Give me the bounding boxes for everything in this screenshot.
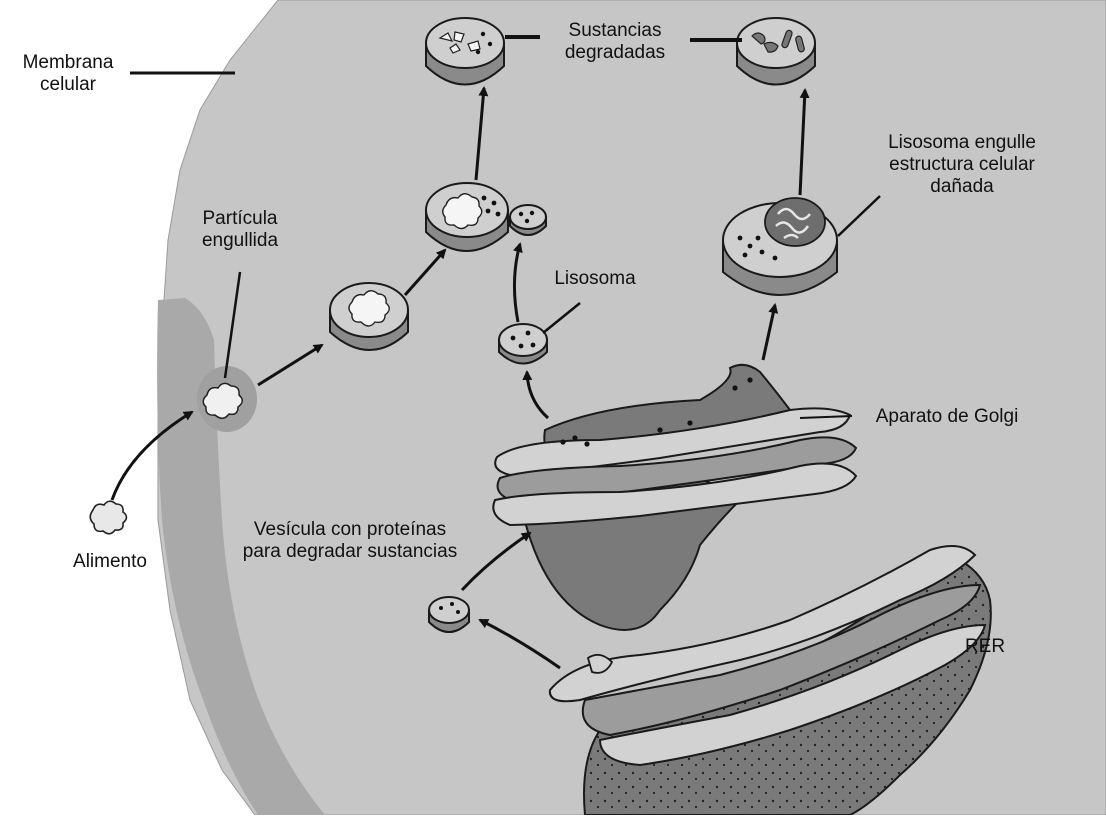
food-label-text: Alimento xyxy=(55,551,165,573)
damaged-mitochondrion-icon xyxy=(765,198,825,246)
lysosome-engulfs-label: Lisosoma engulle estructura celular daña… xyxy=(862,132,1062,198)
membrane-label-line-2: celular xyxy=(8,74,128,96)
degraded-vesicle-left xyxy=(426,18,504,85)
lysosome-label-text: Lisosoma xyxy=(540,268,650,290)
rer-label: RER xyxy=(950,636,1020,658)
engulfed-particle-vesicle xyxy=(197,366,257,432)
vesicle-label-line-2: para degradar sustancias xyxy=(205,541,495,563)
vesicle-label: Vesícula con proteínas para degradar sus… xyxy=(205,519,495,563)
lysosome-engulfs-line-3: dañada xyxy=(862,176,1062,198)
lysosome-engulfs-line-2: estructura celular xyxy=(862,154,1062,176)
rer-label-text: RER xyxy=(950,636,1020,658)
food-label: Alimento xyxy=(55,551,165,573)
fused-vesicle xyxy=(426,183,508,251)
small-lysosome-fusing xyxy=(510,205,546,235)
golgi-label-text: Aparato de Golgi xyxy=(852,406,1042,428)
lysosome xyxy=(499,324,547,364)
membrane-label: Membrana celular xyxy=(8,52,128,96)
particle-label: Partícula engullida xyxy=(180,208,300,252)
protein-vesicle xyxy=(429,597,469,632)
golgi-label: Aparato de Golgi xyxy=(852,406,1042,428)
lysosome-engulfs-line-1: Lisosoma engulle xyxy=(862,132,1062,154)
degraded-vesicle-right xyxy=(737,18,815,85)
membrane-label-line-1: Membrana xyxy=(8,52,128,74)
degraded-label: Sustancias degradadas xyxy=(540,20,690,64)
degraded-label-line-2: degradadas xyxy=(540,42,690,64)
particle-label-line-1: Partícula xyxy=(180,208,300,230)
food-particle-icon xyxy=(90,501,126,534)
particle-label-line-2: engullida xyxy=(180,230,300,252)
lysosome-engulfing-damage xyxy=(723,198,837,295)
lysosome-label: Lisosoma xyxy=(540,268,650,290)
phagosome xyxy=(330,283,408,350)
vesicle-label-line-1: Vesícula con proteínas xyxy=(205,519,495,541)
degraded-label-line-1: Sustancias xyxy=(540,20,690,42)
